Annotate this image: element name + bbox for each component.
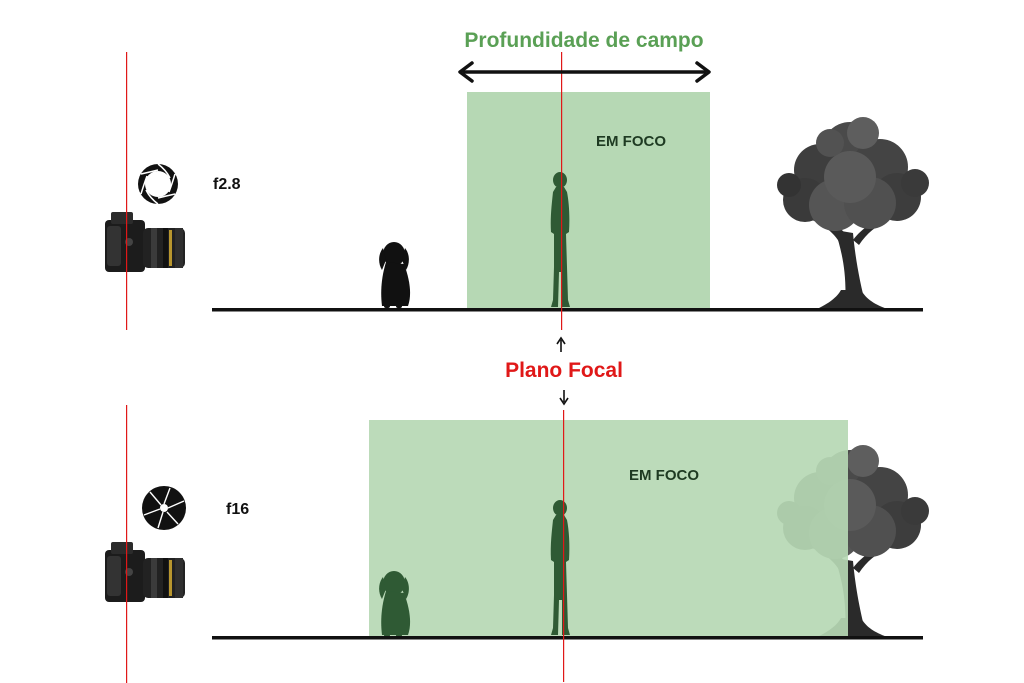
camera-icon [105,542,185,602]
in-focus-label: EM FOCO [629,467,699,484]
double-arrow-icon [458,61,711,83]
focal-plane-label: Plano Focal [505,359,623,382]
arrow-up-icon [556,336,566,352]
in-focus-label: EM FOCO [596,133,666,150]
dog-icon [379,571,411,637]
focal-plane-line [561,52,563,330]
sensor-line [126,52,128,330]
camera-icon [105,212,185,272]
ground-line [212,636,923,640]
aperture-narrow-icon [142,486,186,530]
aperture-wide-icon [138,163,178,205]
sensor-line [126,405,128,683]
ground-line [212,308,923,312]
aperture-label: f16 [226,501,249,518]
row-f16: EM FOCO [105,405,929,683]
dog-icon [379,242,411,308]
arrow-down-icon [559,390,569,406]
row-f2-8: EM FOCO f2.8 [105,52,929,330]
in-focus-zone [467,92,710,310]
tree-icon [777,117,929,311]
in-focus-zone [369,420,848,638]
focal-plane-line [563,410,565,682]
aperture-label: f2.8 [213,176,241,193]
depth-of-field-label: Profundidade de campo [464,29,703,52]
